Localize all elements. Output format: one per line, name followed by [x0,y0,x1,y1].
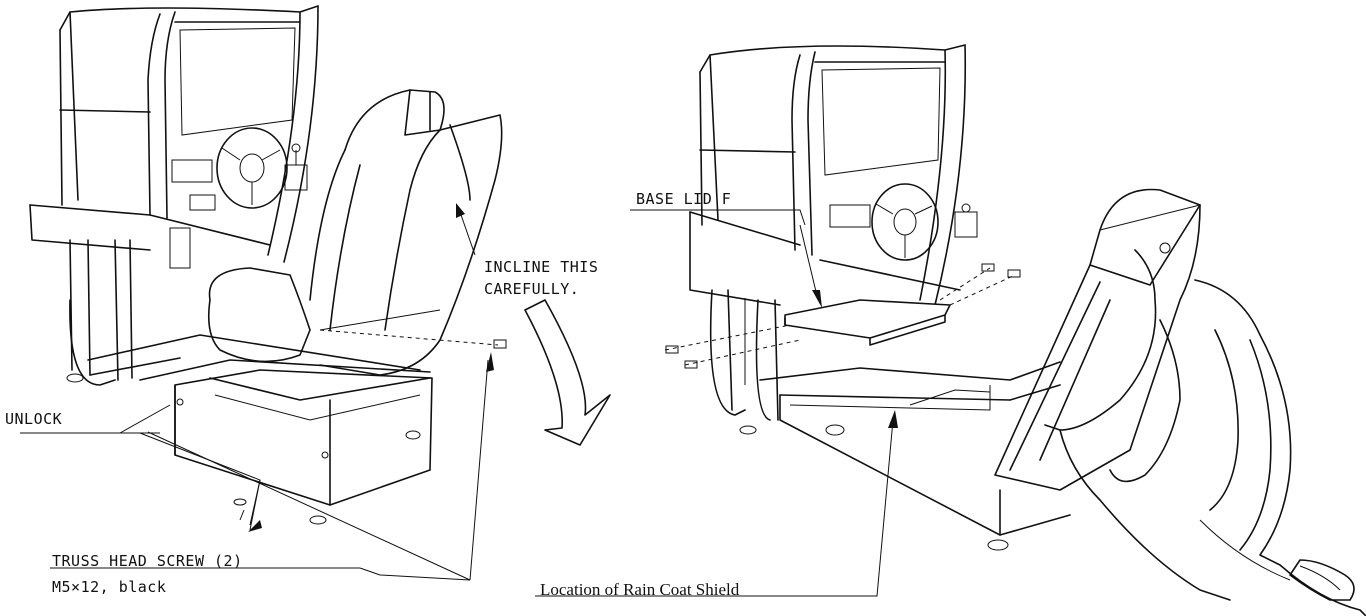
rain-coat-shield-label: Location of Rain Coat Shield [540,580,740,599]
incline-label-line1: INCLINE THIS [484,258,599,276]
unlock-label: UNLOCK [5,410,63,428]
right-cabinet [535,44,1071,597]
left-cabinet [20,5,507,581]
truss-screw-label: TRUSS HEAD SCREW (2) [52,552,243,570]
incline-label-line2: CAREFULLY. [484,280,580,298]
base-lid-label: BASE LID F [636,190,732,208]
screw-spec-label: M5×12, black [52,578,167,596]
incline-direction-arrow [524,299,611,446]
removed-seat [994,188,1366,616]
